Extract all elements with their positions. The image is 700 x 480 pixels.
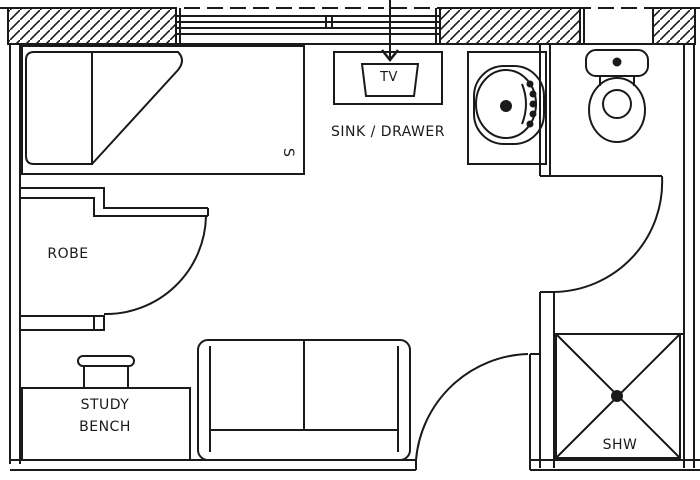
sofa	[197, 339, 411, 461]
wardrobe-door-swing	[103, 215, 207, 316]
bench-label-line: BENCH	[79, 419, 131, 435]
study-label-line: STUDY	[80, 397, 130, 413]
vanity-sink	[467, 51, 547, 165]
shower-label: SHW	[602, 437, 638, 453]
shower	[555, 333, 681, 459]
bed	[21, 45, 305, 175]
wardrobe	[20, 187, 209, 331]
robe-label: ROBE	[47, 246, 89, 262]
bathroom-door-swing	[553, 175, 664, 293]
window	[175, 8, 654, 44]
bottom-wall	[10, 353, 700, 471]
entry-door-swing	[415, 353, 529, 461]
sink-drawer-label: SINK / DRAWER	[331, 124, 445, 140]
tv-label: TV	[380, 70, 398, 85]
tv-unit	[333, 0, 443, 105]
top-wall	[0, 7, 700, 45]
bed-mark: S	[280, 148, 296, 157]
stool	[77, 355, 135, 388]
left-wall	[9, 44, 21, 464]
study-bench-label: STUDY BENCH	[64, 394, 146, 438]
toilet	[585, 49, 649, 143]
bathroom-walls	[529, 44, 695, 468]
